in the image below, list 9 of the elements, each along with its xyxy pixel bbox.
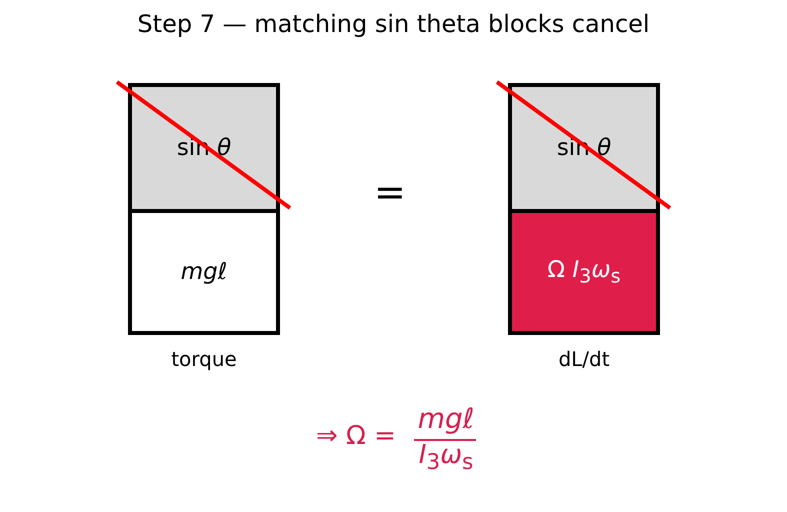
column-caption: torque [170, 347, 238, 371]
column-caption: dL/dt [557, 347, 611, 371]
formula-text: ⇒ Ω = [316, 421, 396, 451]
math-term: mgℓ [180, 259, 228, 285]
math-term: Ω I$_{3}$ω$_{s}$ [547, 256, 621, 288]
fraction-denominator: I$_{3}$ω$_{s}$ [418, 440, 474, 476]
equals-sign: = [374, 170, 406, 214]
fraction-numerator: mgℓ [416, 402, 476, 435]
diagram-title: Step 7 — matching sin theta blocks cancel [136, 10, 651, 38]
